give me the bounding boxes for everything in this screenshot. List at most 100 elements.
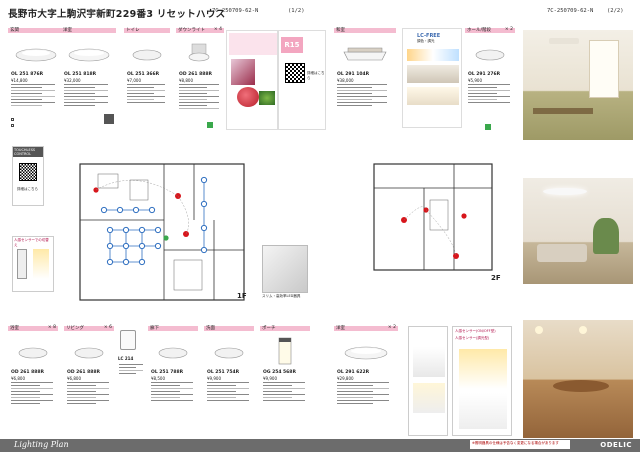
- card-sku: OD 261 888R: [67, 370, 100, 375]
- card-price: ¥14,800: [11, 78, 28, 83]
- r15-badge: R15: [281, 37, 303, 53]
- spec-lines: [468, 84, 510, 105]
- ceiling-light-image: [151, 334, 195, 368]
- product-card-washitsu: 和室 OL 291 104R ¥38,000: [334, 28, 396, 136]
- touchless-caption: 詳細はこちら: [17, 187, 38, 191]
- card-name: 廊下: [150, 326, 159, 331]
- checkbox-icon: [11, 124, 14, 127]
- switch-icon: [120, 330, 136, 350]
- room-diagram: [413, 383, 445, 413]
- sensor-line-2: 人感センサー(調光型): [455, 336, 490, 340]
- r15-card: R15 詳細はこちら: [278, 30, 326, 130]
- card-sku: OL 251 366R: [127, 72, 160, 77]
- card-price: ¥5,900: [468, 78, 482, 83]
- footer-warning: ※照明器具の仕様は予告なく変更になる場合があります: [470, 440, 570, 449]
- card-sku: OL 251 788R: [151, 370, 184, 375]
- vegetable-photo: [231, 59, 255, 85]
- room-diagram: [413, 347, 445, 377]
- card-name: 洋室: [336, 326, 345, 331]
- card-name: リビング: [66, 326, 84, 331]
- card-sku: OD 261 888R: [179, 72, 212, 77]
- card-price: ¥29,800: [337, 376, 354, 381]
- bracket-light-photo: [262, 245, 308, 293]
- sensor-illustration: [459, 349, 507, 389]
- qr-code-icon: [19, 163, 37, 181]
- card-sku: LC 214: [118, 356, 134, 361]
- product-card-living: リビング× 6 OD 261 888R ¥6,800: [64, 325, 114, 436]
- card-name: ダウンライト: [178, 28, 205, 33]
- downlight-image: [179, 36, 219, 70]
- living-room-photo: [523, 178, 633, 284]
- plant-shape: [593, 218, 619, 254]
- color-temp-bar: [407, 49, 459, 61]
- card-sku: OL 291 622R: [337, 370, 370, 375]
- promo-caption: 詳細はこちら: [307, 71, 325, 80]
- card-count: × 6: [103, 325, 112, 330]
- lc-free-card: LC-FREE 調色・調光: [402, 28, 462, 128]
- light-beam-icon: [33, 249, 49, 279]
- card-sku: OD 261 888R: [11, 370, 44, 375]
- card-sku: OL 251 754R: [207, 370, 240, 375]
- product-card-washroom: 洗面 OL 251 754R ¥9,900: [204, 326, 254, 436]
- card-price: ¥6,800: [11, 376, 25, 381]
- footer-brand-left: Lighting Plan: [14, 440, 69, 449]
- lc-free-sub: 調色・調光: [417, 39, 435, 43]
- floor-label-1f: 1F: [237, 292, 247, 300]
- room-sample-photo: [407, 65, 459, 83]
- floor-label-2f: 2F: [491, 274, 501, 282]
- touchless-label: TOUCHLESS CONTROL: [13, 147, 43, 157]
- sensor-switch-icon: [17, 249, 27, 279]
- product-card-genkan: 玄関 OL 251 876R ¥14,800: [8, 28, 63, 136]
- card-price: ¥9,900: [207, 376, 221, 381]
- doc-code-left: 7C-250709-62-N: [212, 8, 259, 14]
- card-count: × 2: [504, 27, 513, 32]
- spec-lines: [119, 364, 143, 376]
- spec-lines: [11, 84, 55, 108]
- spec-lines: [67, 382, 109, 406]
- ceiling-light-image: [11, 36, 61, 70]
- card-name: 玄関: [10, 28, 19, 33]
- card-count: × 2: [387, 325, 396, 330]
- spec-lines: [179, 84, 219, 111]
- product-card-porch: ポーチ OG 254 568R ¥9,900: [260, 326, 310, 436]
- product-card-youshitsu: 洋室 OL 251 818R ¥32,000: [61, 28, 116, 136]
- card-price: ¥9,900: [263, 376, 277, 381]
- doc-code-right: 7C-250709-62-N: [547, 8, 594, 14]
- ceiling-light-image: [468, 36, 512, 70]
- square-ceiling-light-image: [337, 36, 393, 70]
- product-card-bath: 浴室× 8 OD 261 888R ¥6,800: [8, 325, 58, 436]
- card-sku: OL 251 876R: [11, 72, 44, 77]
- card-sku: OL 291 104R: [337, 72, 370, 77]
- downlight-shape: [535, 326, 543, 334]
- spec-lines: [64, 84, 108, 108]
- card-name: 和室: [336, 28, 345, 33]
- ceiling-light-shape: [549, 38, 579, 44]
- page-number-left: (1/2): [288, 8, 305, 14]
- lc-free-title: LC-FREE: [417, 33, 441, 39]
- sofa-shape: [537, 244, 587, 262]
- card-sku: OG 254 568R: [263, 370, 296, 375]
- card-count: × 8: [47, 325, 56, 330]
- product-card-toilet: トイレ OL 251 366R ¥7,000: [124, 28, 170, 136]
- card-name: トイレ: [126, 28, 140, 33]
- product-card-corridor: 廊下 OL 251 788R ¥8,500: [148, 326, 198, 436]
- card-name: ポーチ: [262, 326, 276, 331]
- spec-lines: [127, 84, 165, 105]
- sensor-illustration: [459, 393, 507, 429]
- tomato-photo: [237, 87, 259, 107]
- promo-banner: [229, 33, 277, 55]
- floor-plan-2f: [373, 163, 493, 271]
- downlight-image: [11, 334, 55, 368]
- card-count: × 4: [213, 27, 222, 32]
- tatami-edge: [533, 108, 593, 114]
- ceiling-light-image: [127, 36, 167, 70]
- shoji-screen: [589, 40, 619, 98]
- sensor-card: 人感センサーでの切替え: [12, 236, 54, 292]
- sensor-line-1: 人感センサー(ON/OFF型): [455, 329, 496, 333]
- card-sku: OL 291 276R: [468, 72, 501, 77]
- spec-lines: [337, 382, 389, 406]
- spec-lines: [11, 382, 53, 406]
- product-card-downlight: ダウンライト× 4 OD 261 888R ¥8,800: [176, 27, 224, 136]
- card-price: ¥32,000: [64, 78, 81, 83]
- footer-brand-right: ODELIC: [600, 441, 632, 449]
